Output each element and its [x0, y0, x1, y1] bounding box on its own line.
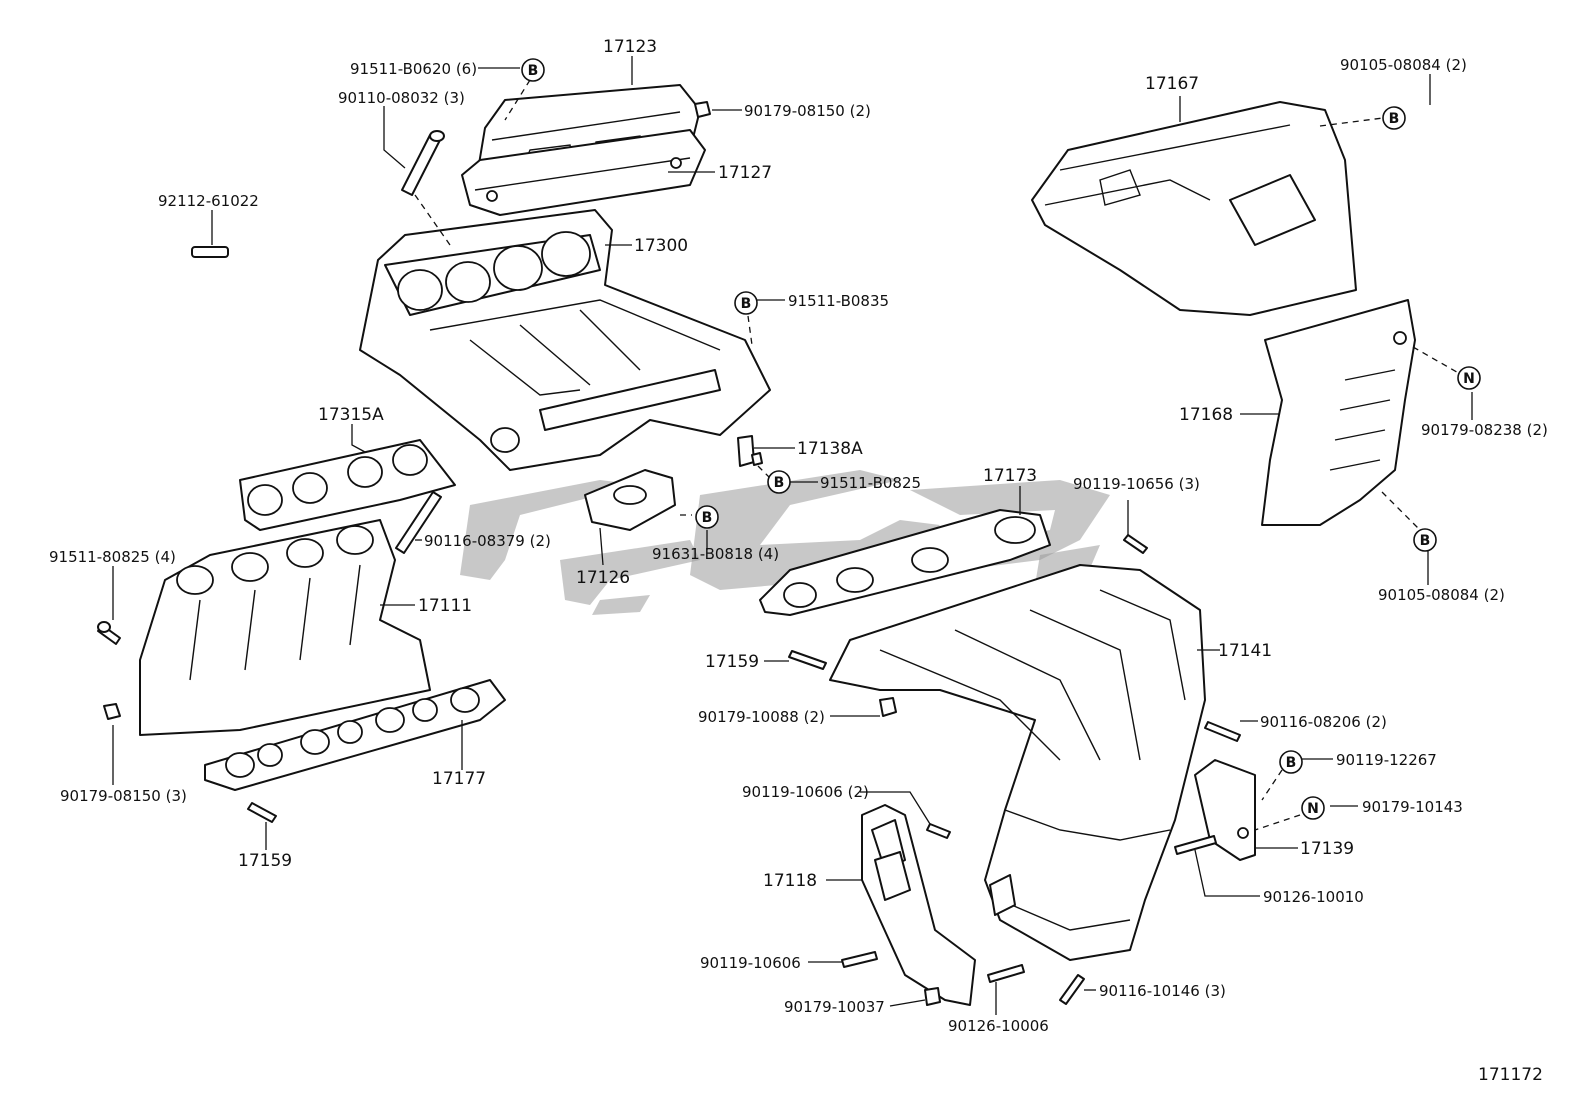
label-91511-B0620: 91511-B0620 (6)	[350, 60, 477, 78]
label-17315A: 17315A	[318, 405, 384, 425]
nut-90179-10037	[924, 987, 941, 1006]
label-90119-10606-top: 90119-10606 (2)	[742, 783, 869, 801]
label-90126-10010: 90126-10010	[1263, 888, 1364, 906]
part-labels: 17123 91511-B0620 (6) 90110-08032 (3) 90…	[49, 37, 1548, 1085]
label-90179-10037: 90179-10037	[784, 998, 885, 1016]
diagram-code: 171172	[1478, 1065, 1543, 1085]
svg-text:N: N	[1307, 801, 1319, 817]
stud-90116-10146	[1059, 974, 1085, 1005]
svg-text:B: B	[741, 296, 752, 312]
bracket-17138A	[737, 435, 755, 467]
label-90179-10143: 90179-10143	[1362, 798, 1463, 816]
gasket-17173	[759, 509, 1051, 616]
bolt-90110-08032	[401, 130, 445, 196]
label-90179-08238: 90179-08238 (2)	[1421, 421, 1548, 439]
label-17123: 17123	[603, 37, 657, 57]
label-90119-10656: 90119-10656 (3)	[1073, 475, 1200, 493]
label-17159-right: 17159	[705, 652, 759, 672]
intake-manifold-upper-17300	[359, 209, 771, 471]
symbol-b-1: B	[521, 58, 545, 82]
label-17138A: 17138A	[797, 439, 863, 459]
label-90179-08150-2: 90179-08150 (2)	[744, 102, 871, 120]
label-17300: 17300	[634, 236, 688, 256]
label-90110-08032: 90110-08032 (3)	[338, 89, 465, 107]
symbol-b-6: B	[1413, 528, 1437, 552]
label-91631-B0818: 91631-B0818 (4)	[652, 545, 779, 563]
bolt-90119-10656	[1123, 534, 1148, 554]
label-90116-08206: 90116-08206 (2)	[1260, 713, 1387, 731]
label-90119-10606-bottom: 90119-10606	[700, 954, 801, 972]
symbol-circles: B B B B B N B B N	[521, 58, 1481, 820]
bolt-90119-10606-top	[926, 823, 951, 839]
svg-text:B: B	[1420, 533, 1431, 549]
label-17111: 17111	[418, 596, 472, 616]
nut-90179-08150-left	[103, 703, 121, 720]
label-90116-10146: 90116-10146 (3)	[1099, 982, 1226, 1000]
label-17126: 17126	[576, 568, 630, 588]
nut-90179-08150-top	[694, 101, 711, 118]
stud-90116-08206	[1204, 721, 1241, 742]
bolt-91511-80825	[97, 621, 121, 645]
svg-text:B: B	[528, 63, 539, 79]
stud-17159-right	[788, 650, 827, 670]
heat-insulator-17168	[1261, 299, 1416, 526]
label-90105-08084-top: 90105-08084 (2)	[1340, 56, 1467, 74]
label-17167: 17167	[1145, 74, 1199, 94]
label-90126-10006: 90126-10006	[948, 1017, 1049, 1035]
label-17159-left: 17159	[238, 851, 292, 871]
label-90179-08150-3: 90179-08150 (3)	[60, 787, 187, 805]
label-91511-B0835: 91511-B0835	[788, 292, 889, 310]
label-17177: 17177	[432, 769, 486, 789]
label-17118: 17118	[763, 871, 817, 891]
label-90179-10088: 90179-10088 (2)	[698, 708, 825, 726]
label-90116-08379: 90116-08379 (2)	[424, 532, 551, 550]
stud-92112-61022	[191, 246, 229, 258]
heat-insulator-17167	[1031, 101, 1357, 316]
svg-text:B: B	[702, 510, 713, 526]
bracket-17118	[861, 804, 976, 1006]
label-90105-08084-bottom: 90105-08084 (2)	[1378, 586, 1505, 604]
symbol-b-4: B	[695, 505, 719, 529]
bracket-17126	[584, 469, 676, 531]
label-91511-B0825: 91511-B0825	[820, 474, 921, 492]
symbol-b-5: B	[1382, 106, 1406, 130]
stud-90126-10010	[1174, 835, 1217, 855]
label-90119-12267: 90119-12267	[1336, 751, 1437, 769]
exhaust-manifold-17141	[829, 564, 1206, 961]
gasket-17127	[461, 129, 706, 216]
svg-text:N: N	[1463, 371, 1475, 387]
stud-90126-10006	[987, 964, 1025, 983]
nut-90179-10088	[879, 697, 897, 717]
gasket-17177	[204, 679, 506, 791]
bolt-90119-10606-bottom	[841, 951, 878, 968]
svg-text:B: B	[774, 475, 785, 491]
intake-manifold-lower-17111	[139, 519, 431, 736]
label-17141: 17141	[1218, 641, 1272, 661]
label-17173: 17173	[983, 466, 1037, 486]
symbol-n-1: N	[1457, 366, 1481, 390]
leader-lines	[112, 56, 1473, 1015]
svg-text:B: B	[1389, 111, 1400, 127]
symbol-b-7: B	[1279, 750, 1303, 774]
nut-91511-B0825	[751, 452, 763, 466]
label-17139: 17139	[1300, 839, 1354, 859]
symbol-b-2: B	[734, 291, 758, 315]
label-17127: 17127	[718, 163, 772, 183]
gasket-17315A	[239, 439, 456, 531]
symbol-n-2: N	[1301, 796, 1325, 820]
label-91511-80825: 91511-80825 (4)	[49, 548, 176, 566]
stud-17159-left	[247, 802, 277, 823]
svg-text:B: B	[1286, 755, 1297, 771]
stud-90116-08379	[395, 491, 442, 554]
label-17168: 17168	[1179, 405, 1233, 425]
symbol-b-3: B	[767, 470, 791, 494]
label-92112-61022: 92112-61022	[158, 192, 259, 210]
